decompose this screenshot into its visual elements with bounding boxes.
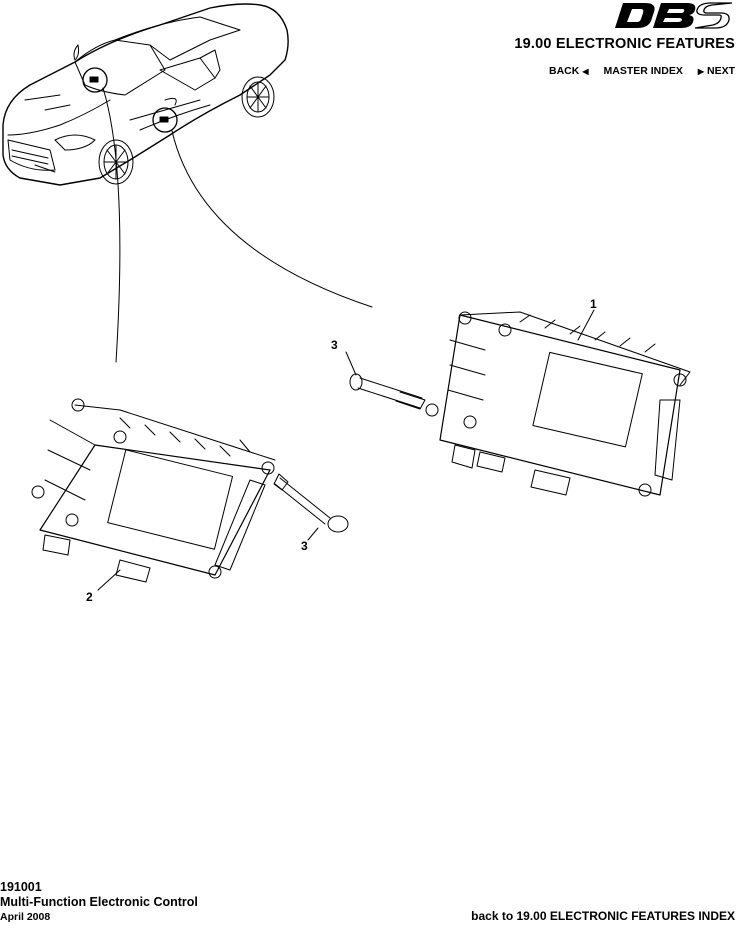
module-1 [425,311,691,497]
part-code: 191001 [0,880,42,894]
leader-callout-2 [97,569,121,591]
master-index-link[interactable]: MASTER INDEX [603,65,683,77]
publication-date: April 2008 [0,911,51,923]
back-link[interactable]: BACK ◀ [549,65,592,77]
leader-line-1 [171,130,373,308]
back-label: BACK [548,65,580,77]
next-link[interactable]: ▶ NEXT [695,65,735,77]
next-label: NEXT [706,65,735,77]
navigation-bar: BACK ◀ MASTER INDEX ▶ NEXT [549,65,735,77]
leader-callout-1 [577,309,595,341]
callout-1: 1 [590,297,597,311]
page-title: Multi-Function Electronic Control [0,895,198,909]
section-title: 19.00 ELECTRONIC FEATURES [514,36,735,52]
triangle-left-icon: ◀ [582,66,589,76]
triangle-right-icon: ▶ [697,66,704,76]
parts-diagram: 1 2 3 3 [2,3,691,604]
bolt-3-upper [345,351,426,410]
callout-2: 2 [86,590,93,604]
callout-3-lower: 3 [301,539,308,553]
callout-3-upper: 3 [331,338,338,352]
car-illustration [2,3,289,186]
dbs-logo [615,0,733,30]
module-2 [31,398,276,583]
back-to-index-link[interactable]: back to 19.00 ELECTRONIC FEATURES INDEX [471,909,735,923]
bolt-3-lower [273,473,349,541]
exploded-view-illustration [2,3,691,591]
leader-line-2 [102,87,121,363]
